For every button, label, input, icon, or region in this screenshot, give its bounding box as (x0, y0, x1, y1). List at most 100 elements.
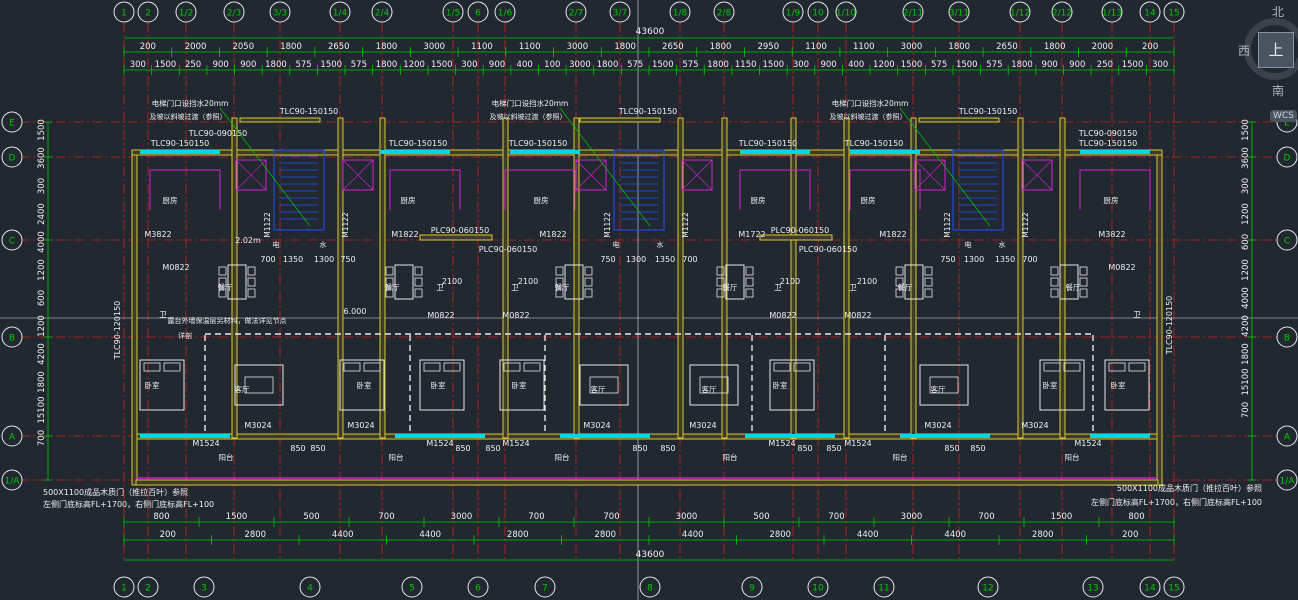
misc-dim: 1300 (626, 255, 646, 264)
axis-bubble-top-label: 1/4 (333, 9, 348, 19)
dining-table (904, 264, 924, 300)
dimension-text: 1500 (901, 60, 923, 70)
window-tag: TLC90-150150 (150, 139, 210, 148)
misc-dim: 1300 (314, 255, 334, 264)
axis-bubble-top-circle (835, 1, 857, 23)
dimension-text-vertical: 1200 (1241, 259, 1251, 281)
viewcube-compass-ring[interactable] (1244, 18, 1298, 80)
pillow (1043, 362, 1061, 372)
dimension-text: 1500 (226, 512, 248, 522)
dimension-text-vertical: 1500 (37, 119, 47, 141)
axis-bubble-bottom-label: 6 (475, 584, 481, 594)
door-tag: M0822 (162, 263, 189, 272)
window-tag: PLC90-060150 (479, 245, 537, 254)
dimension-text: 300 (1152, 60, 1168, 70)
dimension-text: 200 (1142, 42, 1158, 52)
shaft-cross (1021, 159, 1053, 191)
door-tag: M1822 (391, 230, 418, 239)
dimension-text: 3000 (901, 512, 923, 522)
dining-table (394, 264, 414, 300)
dimension-text: 4400 (944, 530, 966, 540)
kitchen-counter (389, 169, 461, 210)
dimension-text: 2000 (185, 42, 207, 52)
leader-line (219, 107, 311, 227)
window-cyan (395, 434, 485, 438)
axis-bubble-left-circle (1, 229, 23, 251)
kitchen-counter (849, 169, 921, 210)
wcs-menu-button[interactable]: WCS (1270, 110, 1297, 122)
shaft-cross (235, 159, 267, 191)
pillow (1108, 362, 1126, 372)
misc-dim: 850 (970, 444, 985, 453)
misc-dim: 850 (632, 444, 647, 453)
misc-dim: 750 (340, 255, 355, 264)
window-tag: TLC90-150150 (388, 139, 448, 148)
misc-dim: 850 (485, 444, 500, 453)
room-bedroom: 卧室 (512, 380, 527, 390)
door-note: 500X1100成品木质门（推拉百叶）参照 (1117, 483, 1262, 493)
pillow (163, 362, 181, 372)
dimension-text: 1500 (956, 60, 978, 70)
room-electric: 电 (965, 240, 972, 249)
room-dining: 餐厅 (555, 283, 570, 292)
axis-bubble-bottom-label: 5 (409, 584, 415, 594)
room-toilet: 卫 (774, 283, 782, 292)
window-cyan (510, 150, 580, 154)
dimension-text: 575 (931, 60, 947, 70)
misc-dim: 850 (797, 444, 812, 453)
coffee-table (589, 376, 619, 394)
axis-bubble-top-circle (902, 1, 924, 23)
pillow (523, 362, 541, 372)
axis-bubble-top-label: 1/12 (1010, 9, 1030, 19)
axis-bubble-top-label: 3/3 (273, 9, 287, 19)
axis-bubble-bottom-label: 8 (647, 584, 653, 594)
viewcube-north-label[interactable]: 北 (1272, 5, 1285, 19)
shaft-box (1021, 159, 1053, 191)
window-cyan (850, 150, 920, 154)
door-tag: M1822 (879, 230, 906, 239)
dimension-text: 800 (153, 512, 169, 522)
axis-bubble-top-circle (494, 1, 516, 23)
dimension-text-vertical: 300 (1241, 178, 1251, 194)
viewcube-west-label[interactable]: 西 (1238, 44, 1251, 58)
axis-bubble-right-circle (1276, 425, 1298, 447)
axis-bubble-top-circle (948, 1, 970, 23)
chair (1050, 266, 1059, 276)
dimension-text: 3000 (901, 42, 923, 52)
dimension-text: 700 (828, 512, 844, 522)
misc-dim: 850 (826, 444, 841, 453)
window-cyan (745, 434, 835, 438)
bed (1039, 359, 1085, 411)
stair-block (613, 149, 665, 231)
wall (231, 117, 238, 439)
chair (414, 277, 423, 287)
axis-bubble-bottom-circle (467, 576, 489, 598)
viewcube[interactable]: 北 西 上 南 WCS (1236, 0, 1298, 130)
axis-bubble-bottom-circle (1163, 576, 1185, 598)
pillow (1063, 362, 1081, 372)
dimension-text: 200 (1122, 530, 1138, 540)
axis-bubble-bottom-label: 14 (1144, 584, 1156, 594)
room-bedroom: 卧室 (357, 380, 372, 390)
axis-bubble-top-circle (1009, 1, 1031, 23)
pipe-note: 详剖 (178, 331, 192, 340)
pillow (503, 362, 521, 372)
stair-note: 及坡以斜坡过渡（参照） (830, 112, 907, 121)
wall (1156, 154, 1163, 486)
chair (247, 277, 256, 287)
dimension-text: 900 (213, 60, 229, 70)
viewcube-south-label[interactable]: 南 (1272, 84, 1285, 98)
misc-dim: 750 (600, 255, 615, 264)
coffee-table (244, 376, 274, 394)
misc-dim: 1350 (995, 255, 1015, 264)
misc-dim: 850 (944, 444, 959, 453)
axis-bubble-bottom-label: 13 (1087, 584, 1098, 594)
dimension-text: 300 (130, 60, 146, 70)
viewcube-top-face[interactable]: 上 (1258, 32, 1294, 68)
dimension-text: 900 (240, 60, 256, 70)
dining-table (1059, 264, 1079, 300)
dimension-text: 900 (1042, 60, 1058, 70)
door-tag: M0822 (769, 311, 796, 320)
wall (918, 117, 1000, 123)
